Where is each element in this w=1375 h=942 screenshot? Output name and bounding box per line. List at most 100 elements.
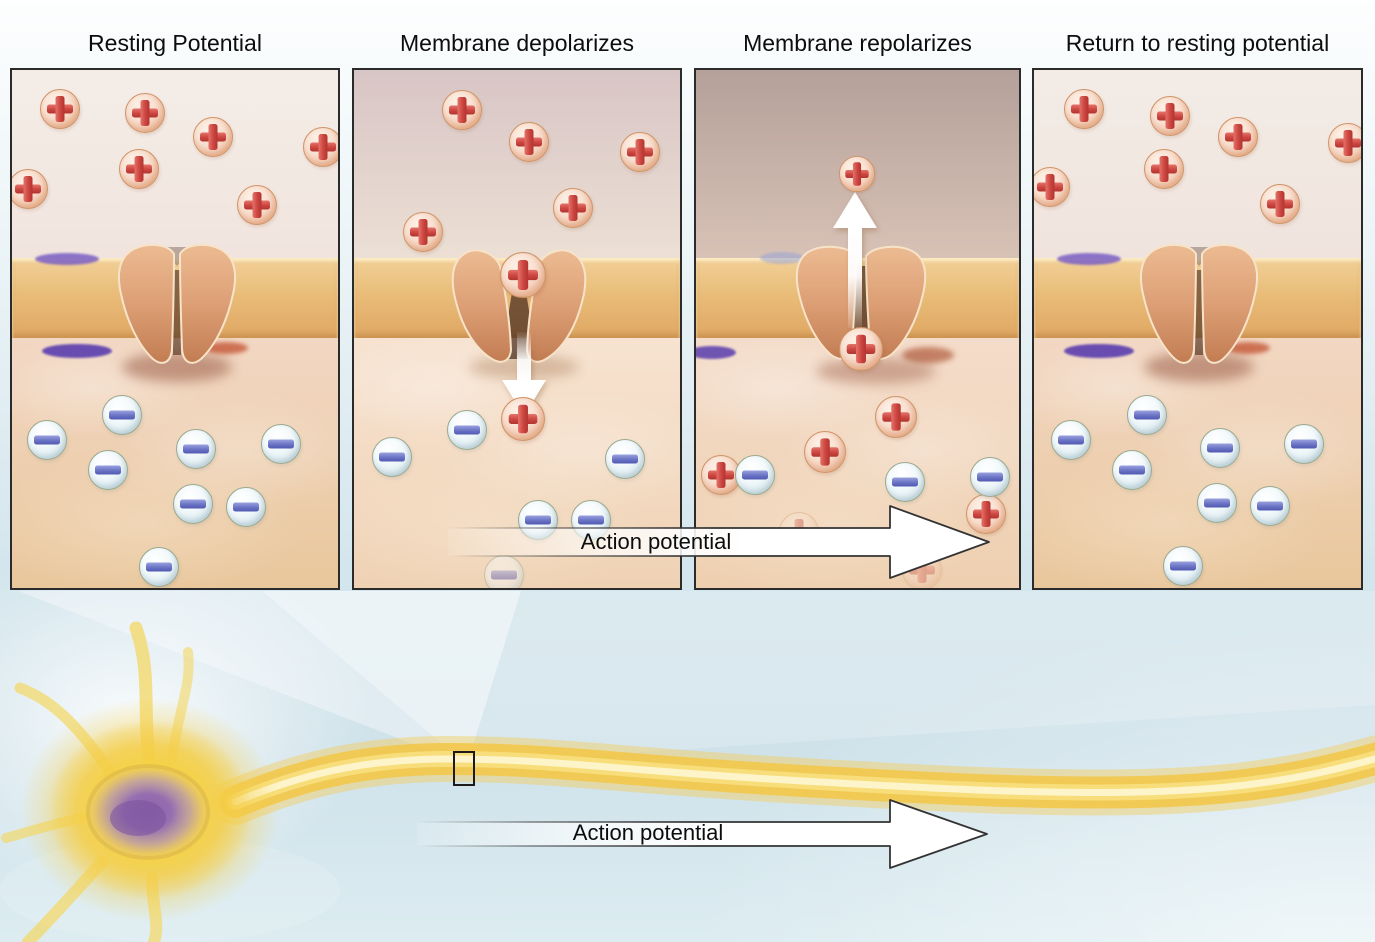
minus-icon xyxy=(742,470,768,480)
minus-icon xyxy=(525,515,551,525)
negative-ion xyxy=(484,555,524,588)
negative-ion xyxy=(1250,486,1290,526)
membrane-protein-bottom xyxy=(42,344,112,358)
plus-icon xyxy=(891,403,901,431)
minus-icon xyxy=(183,444,209,454)
positive-ion xyxy=(125,93,165,133)
panel-frame xyxy=(10,68,340,590)
positive-ion xyxy=(1218,117,1258,157)
minus-icon xyxy=(233,502,259,512)
channel-shadow-red xyxy=(902,347,954,363)
plus-icon xyxy=(1159,156,1169,182)
ion-layer xyxy=(1034,70,1361,588)
minus-icon xyxy=(34,435,60,445)
positive-ion xyxy=(804,431,846,473)
positive-ion xyxy=(12,169,48,209)
plus-icon xyxy=(852,162,862,186)
negative-ion xyxy=(176,429,216,469)
membrane-protein-top xyxy=(1057,253,1121,265)
panel-title: Return to resting potential xyxy=(1065,30,1330,56)
minus-icon xyxy=(1134,410,1160,420)
minus-icon xyxy=(1291,439,1317,449)
plus-icon xyxy=(524,129,534,155)
panel-return-to-resting: Return to resting potential xyxy=(1032,28,1363,590)
minus-icon xyxy=(146,562,172,572)
plus-icon xyxy=(1343,130,1353,156)
panel-title: Membrane repolarizes xyxy=(743,30,972,56)
negative-ion xyxy=(226,487,266,527)
negative-ion xyxy=(885,462,925,502)
channel-shadow xyxy=(122,352,232,382)
plus-icon xyxy=(140,100,150,126)
negative-ion xyxy=(1051,420,1091,460)
negative-ion xyxy=(88,450,128,490)
negative-ion xyxy=(1163,546,1203,586)
positive-ion xyxy=(620,132,660,172)
action-potential-label-axon: Action potential xyxy=(572,820,724,845)
plus-icon xyxy=(1045,174,1055,200)
negative-ion xyxy=(1200,428,1240,468)
plus-icon xyxy=(1079,96,1089,122)
plus-icon xyxy=(981,501,991,527)
positive-ion xyxy=(403,212,443,252)
membrane-proteins xyxy=(12,70,338,588)
membrane-proteins xyxy=(1034,70,1361,588)
positive-ion xyxy=(442,90,482,130)
membrane-protein-top xyxy=(760,252,804,264)
panel-frame xyxy=(1032,68,1363,590)
minus-icon xyxy=(892,477,918,487)
negative-ion xyxy=(102,395,142,435)
minus-icon xyxy=(268,439,294,449)
plus-icon xyxy=(55,96,65,122)
action-potential-label-panels: Action potential xyxy=(580,529,732,554)
zoom-region-box xyxy=(453,751,475,786)
panel-resting-potential: Resting Potential xyxy=(10,28,340,590)
negative-ion xyxy=(735,455,775,495)
plus-icon xyxy=(518,404,528,434)
minus-icon xyxy=(1170,561,1196,571)
negative-ion xyxy=(173,484,213,524)
minus-icon xyxy=(1207,443,1233,453)
negative-ion xyxy=(1197,483,1237,523)
minus-icon xyxy=(95,465,121,475)
ion-layer xyxy=(696,70,1019,588)
ion-channel xyxy=(12,70,338,588)
plus-icon xyxy=(318,134,328,160)
minus-icon xyxy=(1204,498,1230,508)
negative-ion xyxy=(970,457,1010,497)
ion-layer xyxy=(12,70,338,588)
positive-ion xyxy=(1144,149,1184,189)
positive-ion xyxy=(1328,123,1361,163)
positive-ion xyxy=(1260,184,1300,224)
positive-ion xyxy=(839,156,875,192)
membrane-protein-bottom xyxy=(696,346,736,359)
plus-icon xyxy=(23,176,33,202)
negative-ion xyxy=(372,437,412,477)
minus-icon xyxy=(109,410,135,420)
ion-channel xyxy=(1034,70,1361,588)
negative-ion xyxy=(1112,450,1152,490)
panel-title: Membrane depolarizes xyxy=(400,30,634,56)
negative-ion xyxy=(27,420,67,460)
plus-icon xyxy=(820,438,830,466)
plus-icon xyxy=(134,156,144,182)
negative-ion xyxy=(447,410,487,450)
minus-icon xyxy=(977,472,1003,482)
minus-icon xyxy=(1058,435,1084,445)
positive-ion xyxy=(553,188,593,228)
positive-ion xyxy=(193,117,233,157)
plus-icon xyxy=(917,557,927,583)
minus-icon xyxy=(1119,465,1145,475)
minus-icon xyxy=(491,570,517,580)
plus-icon xyxy=(1165,103,1175,129)
minus-icon xyxy=(180,499,206,509)
positive-ion xyxy=(1034,167,1070,207)
minus-icon xyxy=(1257,501,1283,511)
channel-shadow-red xyxy=(204,342,248,354)
plus-icon xyxy=(856,334,866,364)
positive-ion xyxy=(1064,89,1104,129)
positive-ion xyxy=(875,396,917,438)
minus-icon xyxy=(379,452,405,462)
channel-shadow xyxy=(1144,352,1254,382)
